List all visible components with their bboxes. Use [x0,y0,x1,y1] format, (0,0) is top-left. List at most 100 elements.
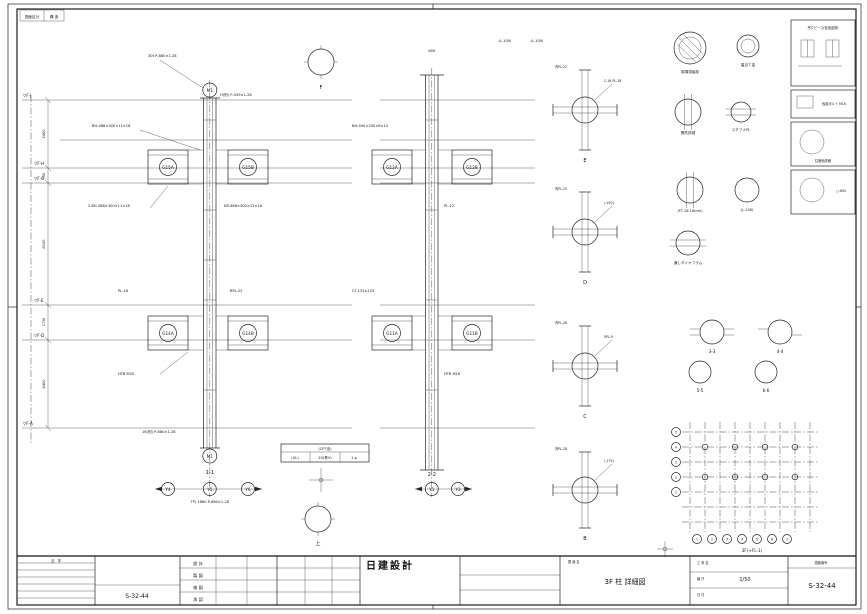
beam-mark: G15A [162,165,174,170]
plan-col-bubble [707,534,717,544]
weld-detail-circle [673,31,707,65]
stamp-box: 図面区分 構 造 [19,9,65,22]
note: BPL-22 [230,289,242,293]
sheet-frame: 図面区分 構 造 [7,3,862,610]
dimension-chain: 3400 750 6100 1750 4400 [42,96,52,432]
column-mark-bottom: M1 [207,454,214,459]
detail-box-caption: □-600 [836,189,846,193]
detail-note-b: (-150) [604,201,614,205]
firm-name: 日建設計 [366,559,414,572]
plan-col-bubble [767,534,777,544]
beam-mark-bubble [159,324,177,342]
detail-caption: 6-6 [763,388,770,393]
dim-3: 1750 [42,318,46,326]
backing-detail-circle [736,34,760,58]
note: KB-488×300×11×18 [224,204,263,208]
column-mark-bubble-bottom [202,448,218,464]
section-mark-label: 上 [315,540,320,547]
scale-value: 1/50 [739,577,750,583]
column-section-circle-top [307,48,335,76]
detail-caption: スチフナPL [732,127,751,132]
note: 2-BH-488×300×11×18 [88,204,131,208]
detail-letter: E [583,158,586,164]
detail-note-a: 内PL-28 [555,320,567,325]
plan-col-label: 3 [726,538,728,542]
drawing-name-label: 図 面 名 [568,559,580,564]
beam-mark: G14B [242,331,254,336]
middle-elevation: G12A G12B G11A G11B [352,39,544,497]
section-detail-1: 内PL-25 (-150) D [552,186,618,286]
dim-2: 6100 [42,239,46,249]
grid-bubble [161,482,175,496]
staff-label-3: 承 認 [193,596,204,603]
section-detail-3: 内PL-28 (-175) B [552,446,618,542]
gl-table-header: (CPT含) [318,446,332,451]
corner-drawing-number: S-32-44 [125,593,149,600]
level-label-0: ▽F·J [23,93,31,98]
beam-box-g12b: G12B [451,149,493,185]
plan-row-bubble [671,487,681,497]
detail-letter: C [583,414,587,420]
beam-box-g11b: G11B [451,315,493,351]
grid-bubble [451,482,465,496]
grid-bubble [202,482,217,496]
note: PL-12 [444,204,454,208]
stiffener-detail-circle [730,101,752,123]
detail-note-b: (-175) [604,459,614,463]
plan-col-bubble [752,534,762,544]
beam-mark-bubble [463,158,481,176]
plan-row-label: 2 [675,476,677,480]
diaphragm-detail-circle [675,230,701,256]
beam-mark-bubble [239,158,257,176]
note: BH-400×200×8×13 [352,124,388,128]
plan-row-bubble [671,427,681,437]
column-mark-bubble-top [202,82,218,98]
grid-bubble-label: Y4 [164,487,171,492]
dim-1: 750 [42,173,46,179]
note: HTB M16 [444,372,461,376]
beam-box-g15b: G15B [227,149,269,185]
beam-mark: G14A [162,331,174,336]
dim-4: 4400 [42,379,46,389]
note: 16(別) P-880×1-28 [142,429,176,434]
grid-bubble-label: Y1 [428,487,435,492]
level-label-1: ▽F·H [34,161,44,166]
plan-col-label: 4 [741,538,743,542]
l100-detail-circle [734,177,760,203]
level-label-4: ▽F·D [34,333,44,338]
plan-row-bubble [671,442,681,452]
staff-label-2: 検 図 [193,584,203,591]
detail-caption: 5-5 [697,388,704,393]
north-cross-symbol [309,468,333,492]
level-label-5: ▽F·A [23,421,33,426]
beam-mark-bubble [383,158,401,176]
beam-mark: G11B [466,331,478,336]
beam-mark: G11A [386,331,398,336]
gl-table-cell: (GL) [291,456,299,460]
detail-caption: 通しダイヤフラム [674,260,703,265]
column-shaft [200,97,220,449]
detail-note-b: SPL-9 [604,335,613,339]
detail-box-1 [790,89,856,119]
section-6-6-circle [754,360,778,384]
plan-row-bubble [671,457,681,467]
detail-note-a: 内PL-22 [555,64,567,69]
grid-bubble-label: Y5 [206,487,213,492]
right-details: 現場溶接部 裏当て金 開先詳細 スチフナPL (FT-18 18mm) (L-1… [670,31,802,393]
plan-col-label: 2 [711,538,713,542]
note: H(別) P-439×1-28 [220,92,252,97]
plan-row-label: 4 [675,446,677,450]
stamp-label: 図面区分 [25,14,40,19]
stamp-value: 構 造 [50,14,59,19]
note: PL-16 [118,289,129,293]
gl-table-cell: 1 φ [351,456,357,460]
detail-box-caption: 吊りピース(仮設金物) [807,25,838,30]
project-label: 工 事 名 [697,560,709,565]
level-label-2: ▽F·G [34,176,44,181]
detail-caption: 開先詳細 [681,130,696,135]
detail-caption: 3-3 [709,349,716,354]
groove-detail-circle [674,98,702,126]
column-section-circle-bottom [304,505,332,533]
detail-caption: 4-4 [777,349,784,354]
